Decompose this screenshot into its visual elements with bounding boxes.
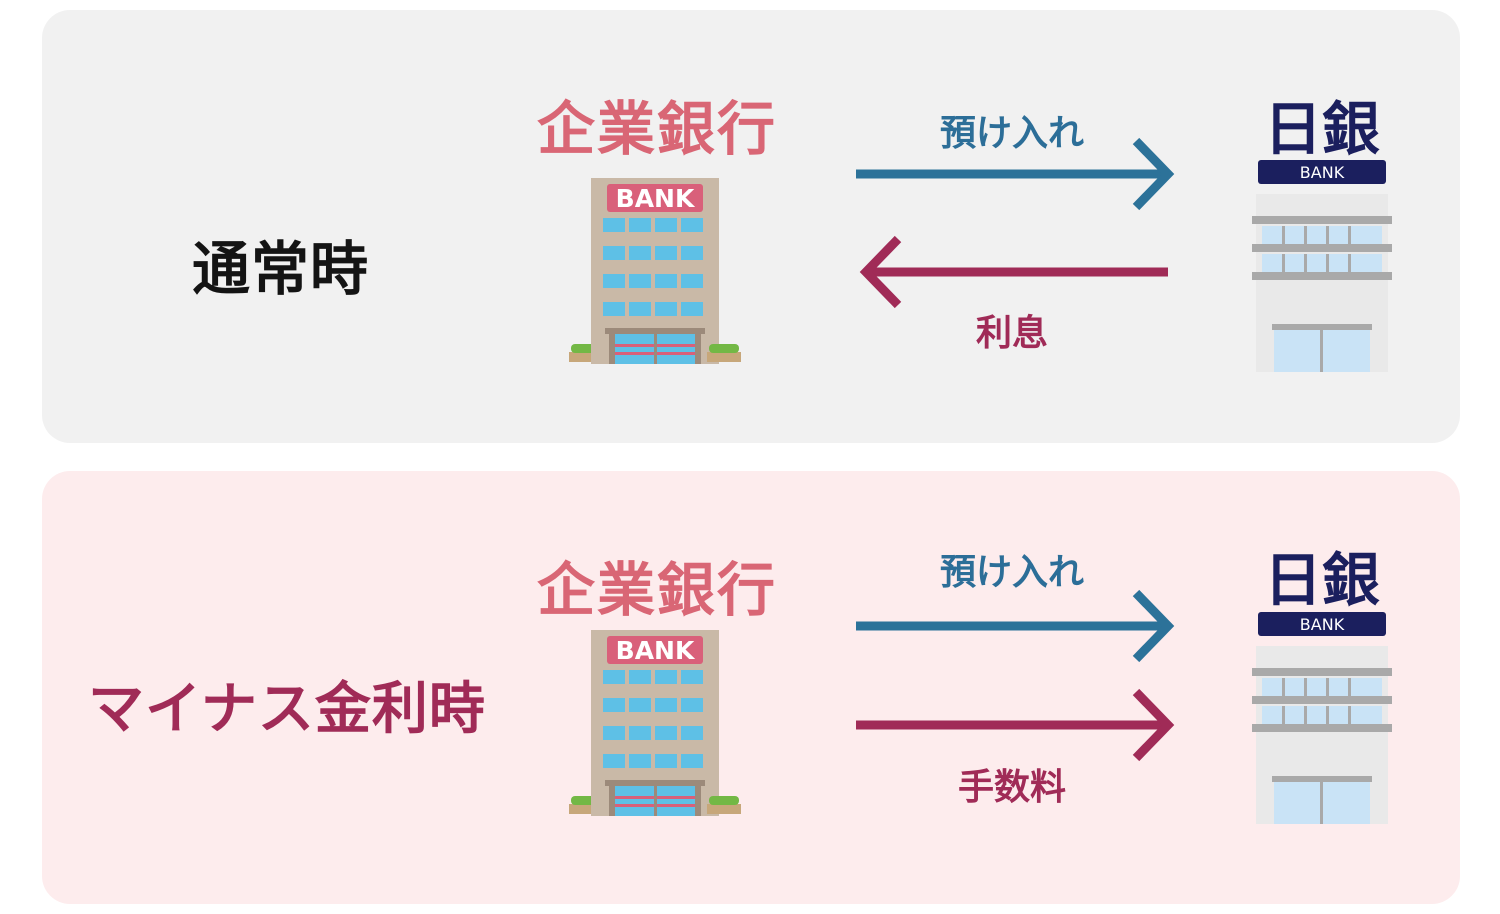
boj-building-icon: BANK (1252, 612, 1392, 824)
fee-label: 手数料 (957, 767, 1066, 808)
interest-label: 利息 (975, 313, 1048, 354)
deposit-arrow-icon (856, 137, 1175, 211)
bank-sign-label: BANK (616, 636, 696, 665)
scenario-label: マイナス金利時 (88, 677, 486, 742)
boj-sign-label: BANK (1300, 163, 1345, 182)
corporate-bank-building-icon: BANK (569, 630, 741, 816)
corporate-bank-title: 企業銀行 (537, 556, 778, 624)
deposit-label: 預け入れ (939, 113, 1084, 154)
panel-negative-interest: マイナス金利時 企業銀行 BANK 預け入れ 手数料 日銀 (42, 471, 1460, 904)
boj-title: 日銀 (1263, 95, 1380, 163)
scenario-label: 通常時 (192, 235, 370, 303)
deposit-arrow-icon (856, 589, 1175, 663)
boj-building-icon: BANK (1252, 160, 1392, 372)
panel-normal: 通常時 企業銀行 BANK 預け入れ 利息 日銀 BA (42, 10, 1460, 443)
boj-title: 日銀 (1263, 546, 1380, 614)
corporate-bank-title: 企業銀行 (537, 95, 778, 163)
fee-arrow-icon (856, 688, 1175, 762)
deposit-label: 預け入れ (939, 552, 1084, 593)
bank-sign-label: BANK (616, 184, 696, 213)
boj-sign-label: BANK (1300, 615, 1345, 634)
corporate-bank-building-icon: BANK (569, 178, 741, 364)
interest-arrow-icon (859, 235, 1168, 309)
